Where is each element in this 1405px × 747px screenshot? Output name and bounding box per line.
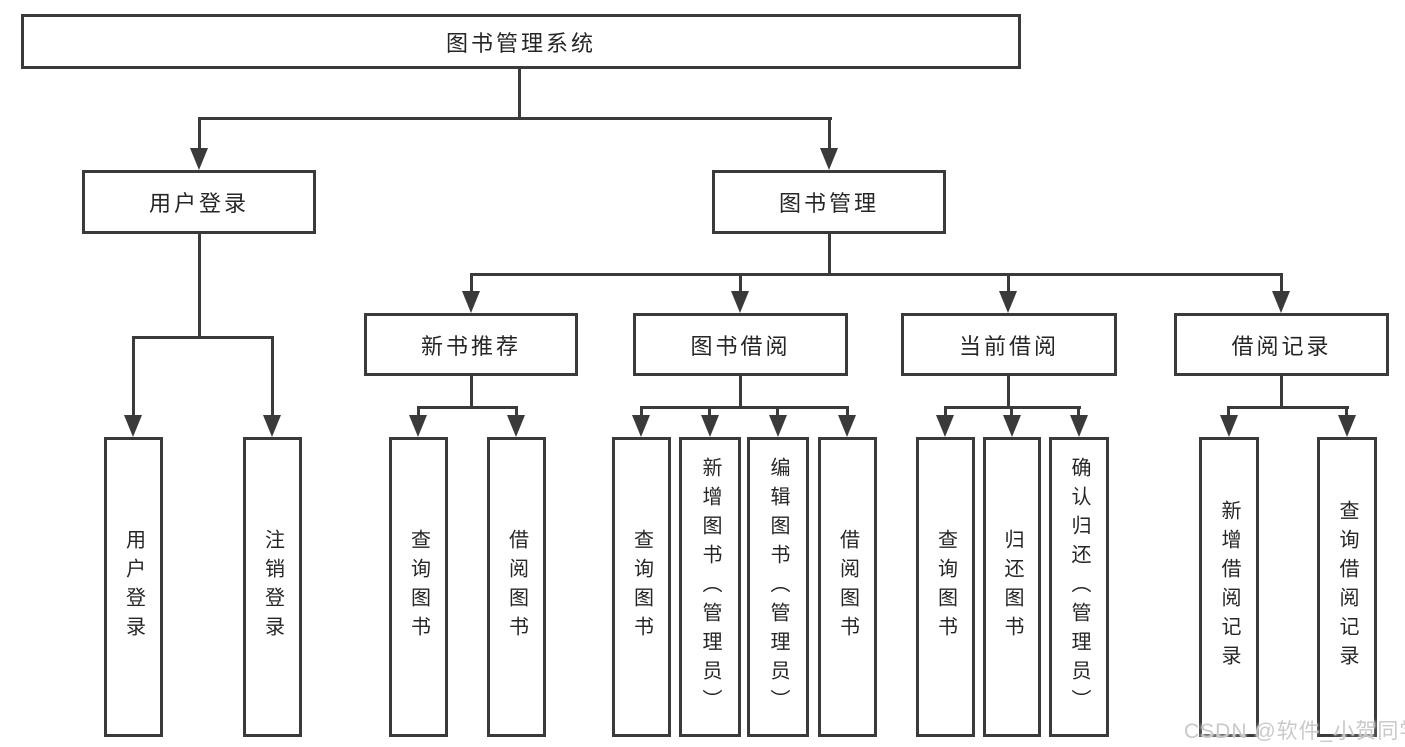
connector-bookmgmt-drop1 — [470, 273, 473, 291]
connector-userlogin-drop1 — [132, 336, 135, 415]
node-book-management: 图书管理 — [712, 170, 946, 234]
leaf-br-add-record-label: 新增借阅记录 — [1218, 500, 1240, 674]
connector-newrec-hline — [418, 406, 518, 409]
leaf-cb-return-books-label: 归还图书 — [1001, 529, 1023, 645]
arrow-down-icon — [507, 415, 525, 437]
node-root: 图书管理系统 — [21, 14, 1021, 69]
connector-borrow-drop3 — [776, 406, 779, 415]
leaf-cb-return-books: 归还图书 — [983, 437, 1041, 737]
node-borrow-records-label: 借阅记录 — [1231, 333, 1332, 359]
leaf-bb-borrow-books-label: 借阅图书 — [836, 529, 859, 645]
leaf-bb-query-books: 查询图书 — [612, 437, 671, 737]
leaf-nr-borrow-books: 借阅图书 — [487, 437, 546, 737]
connector-root-drop-right — [828, 117, 831, 150]
leaf-user-login: 用户登录 — [104, 437, 163, 737]
connector-bookmgmt-stub — [828, 234, 831, 273]
connector-newrec-drop1 — [417, 406, 420, 415]
arrow-down-icon — [999, 291, 1017, 313]
arrow-down-icon — [1338, 415, 1356, 437]
arrow-down-icon — [632, 415, 650, 437]
connector-borrow-hline — [640, 406, 849, 409]
leaf-br-query-record: 查询借阅记录 — [1317, 437, 1377, 737]
node-new-book-recommend: 新书推荐 — [364, 313, 578, 376]
connector-borrow-drop2 — [708, 406, 711, 415]
connector-newrec-stub — [470, 376, 473, 406]
connector-bookmgmt-drop3 — [1007, 273, 1010, 291]
node-root-label: 图书管理系统 — [445, 30, 596, 56]
leaf-cb-query-books-label: 查询图书 — [934, 529, 957, 645]
leaf-cb-query-books: 查询图书 — [916, 437, 975, 737]
leaf-cb-confirm-return-label: 确认归还（管理员） — [1068, 456, 1090, 718]
leaf-bb-edit-books: 编辑图书（管理员） — [747, 437, 809, 737]
connector-root-stub — [518, 69, 521, 117]
connector-newrec-drop2 — [515, 406, 518, 415]
connector-bookmgmt-drop2 — [739, 273, 742, 291]
connector-borrow-drop4 — [846, 406, 849, 415]
leaf-nr-query-books: 查询图书 — [389, 437, 448, 737]
leaf-bb-add-books-label: 新增图书（管理员） — [699, 456, 721, 718]
connector-userlogin-drop2 — [271, 336, 274, 415]
leaf-br-query-record-label: 查询借阅记录 — [1336, 500, 1358, 674]
arrow-down-icon — [190, 148, 208, 170]
connector-borrow-drop1 — [640, 406, 643, 415]
leaf-logout-label: 注销登录 — [261, 529, 284, 645]
csdn-watermark: CSDN @软件_小贺同学 — [1184, 720, 1405, 743]
connector-current-drop2 — [1010, 406, 1013, 415]
leaf-bb-borrow-books: 借阅图书 — [818, 437, 877, 737]
node-new-book-recommend-label: 新书推荐 — [420, 333, 521, 359]
arrow-down-icon — [462, 291, 480, 313]
leaf-nr-borrow-books-label: 借阅图书 — [505, 529, 528, 645]
arrow-down-icon — [1070, 415, 1088, 437]
leaf-user-login-label: 用户登录 — [122, 529, 145, 645]
node-borrow-records: 借阅记录 — [1174, 313, 1389, 376]
connector-root-drop-left — [198, 117, 201, 150]
connector-bookmgmt-hline — [470, 273, 1283, 276]
arrow-down-icon — [731, 291, 749, 313]
node-user-login-label: 用户登录 — [148, 191, 249, 216]
connector-records-drop2 — [1345, 406, 1348, 415]
arrow-down-icon — [936, 415, 954, 437]
leaf-logout: 注销登录 — [243, 437, 302, 737]
connector-current-drop3 — [1077, 406, 1080, 415]
leaf-bb-query-books-label: 查询图书 — [630, 529, 653, 645]
connector-borrow-stub — [739, 376, 742, 406]
connector-current-stub — [1007, 376, 1010, 406]
connector-bookmgmt-drop4 — [1280, 273, 1283, 291]
arrow-down-icon — [1220, 415, 1238, 437]
connector-userlogin-hline — [132, 336, 274, 339]
node-book-borrow: 图书借阅 — [633, 313, 848, 376]
leaf-nr-query-books-label: 查询图书 — [407, 529, 430, 645]
leaf-bb-edit-books-label: 编辑图书（管理员） — [767, 456, 789, 718]
connector-records-drop1 — [1227, 406, 1230, 415]
arrow-down-icon — [1272, 291, 1290, 313]
arrow-down-icon — [769, 415, 787, 437]
node-book-borrow-label: 图书借阅 — [690, 333, 791, 359]
connector-records-stub — [1280, 376, 1283, 406]
arrow-down-icon — [124, 415, 142, 437]
arrow-down-icon — [838, 415, 856, 437]
leaf-bb-add-books: 新增图书（管理员） — [679, 437, 741, 737]
arrow-down-icon — [820, 148, 838, 170]
arrow-down-icon — [263, 415, 281, 437]
leaf-br-add-record: 新增借阅记录 — [1199, 437, 1259, 737]
arrow-down-icon — [409, 415, 427, 437]
node-current-borrow: 当前借阅 — [901, 313, 1117, 376]
connector-root-hline — [198, 117, 832, 120]
arrow-down-icon — [701, 415, 719, 437]
connector-current-drop1 — [944, 406, 947, 415]
node-user-login: 用户登录 — [82, 170, 316, 234]
node-book-management-label: 图书管理 — [778, 191, 879, 216]
connector-records-hline — [1227, 406, 1349, 409]
node-current-borrow-label: 当前借阅 — [958, 333, 1059, 359]
arrow-down-icon — [1003, 415, 1021, 437]
connector-userlogin-stub — [198, 234, 201, 336]
leaf-cb-confirm-return: 确认归还（管理员） — [1049, 437, 1109, 737]
